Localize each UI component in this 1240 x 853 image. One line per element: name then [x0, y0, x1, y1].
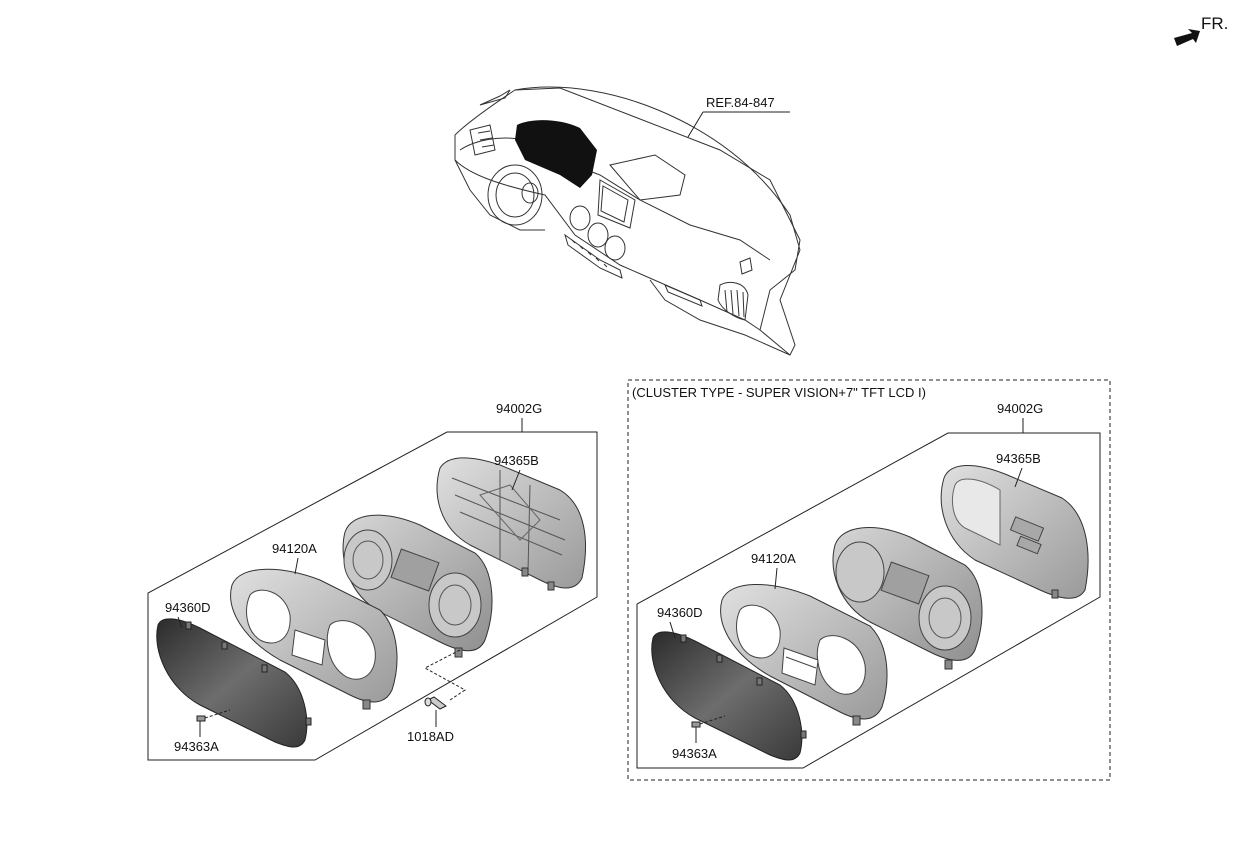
left-assembly-part-number[interactable]: 94002G: [496, 401, 542, 416]
right-dial-face: [832, 527, 983, 670]
left-rear-case: [436, 457, 587, 591]
ref-label[interactable]: REF.84-847: [706, 95, 775, 110]
right-assembly-frame: [636, 432, 1101, 769]
left-rear-case-part-number[interactable]: 94365B: [494, 453, 539, 468]
right-front-case-part-number[interactable]: 94120A: [751, 551, 796, 566]
right-glass-lens: [651, 631, 807, 761]
ref-callout: REF.84-847: [687, 95, 790, 138]
front-direction-indicator: FR.: [1174, 14, 1228, 46]
left-clip: [196, 709, 231, 737]
right-glass-lens-part-number[interactable]: 94360D: [657, 605, 703, 620]
right-rear-case: [940, 464, 1089, 599]
left-front-case-part-number[interactable]: 94120A: [272, 541, 317, 556]
front-label: FR.: [1201, 14, 1228, 33]
left-clip-part-number[interactable]: 94363A: [174, 739, 219, 754]
left-front-case: [230, 568, 398, 710]
left-glass-lens: [156, 618, 312, 748]
right-rear-case-part-number[interactable]: 94365B: [996, 451, 1041, 466]
right-assembly-part-number[interactable]: 94002G: [997, 401, 1043, 416]
left-assembly-frame: [147, 431, 598, 761]
right-assembly-dashed-box: [627, 379, 1111, 781]
left-dial-face: [342, 514, 493, 658]
left-glass-lens-part-number[interactable]: 94360D: [165, 600, 211, 615]
right-clip-part-number[interactable]: 94363A: [672, 746, 717, 761]
right-clip: [691, 715, 726, 743]
right-assembly-header: (CLUSTER TYPE - SUPER VISION+7" TFT LCD …: [632, 385, 926, 400]
right-assembly: (CLUSTER TYPE - SUPER VISION+7" TFT LCD …: [627, 379, 1111, 781]
front-arrow-icon: [1174, 29, 1200, 46]
dashboard-cluster-highlight: [515, 120, 597, 188]
left-assembly: 94002G 94365B 9: [147, 401, 598, 761]
right-front-case: [720, 583, 888, 726]
dashboard-illustration: [454, 86, 801, 356]
screw-part-number[interactable]: 1018AD: [407, 729, 454, 744]
screw: [423, 649, 466, 727]
